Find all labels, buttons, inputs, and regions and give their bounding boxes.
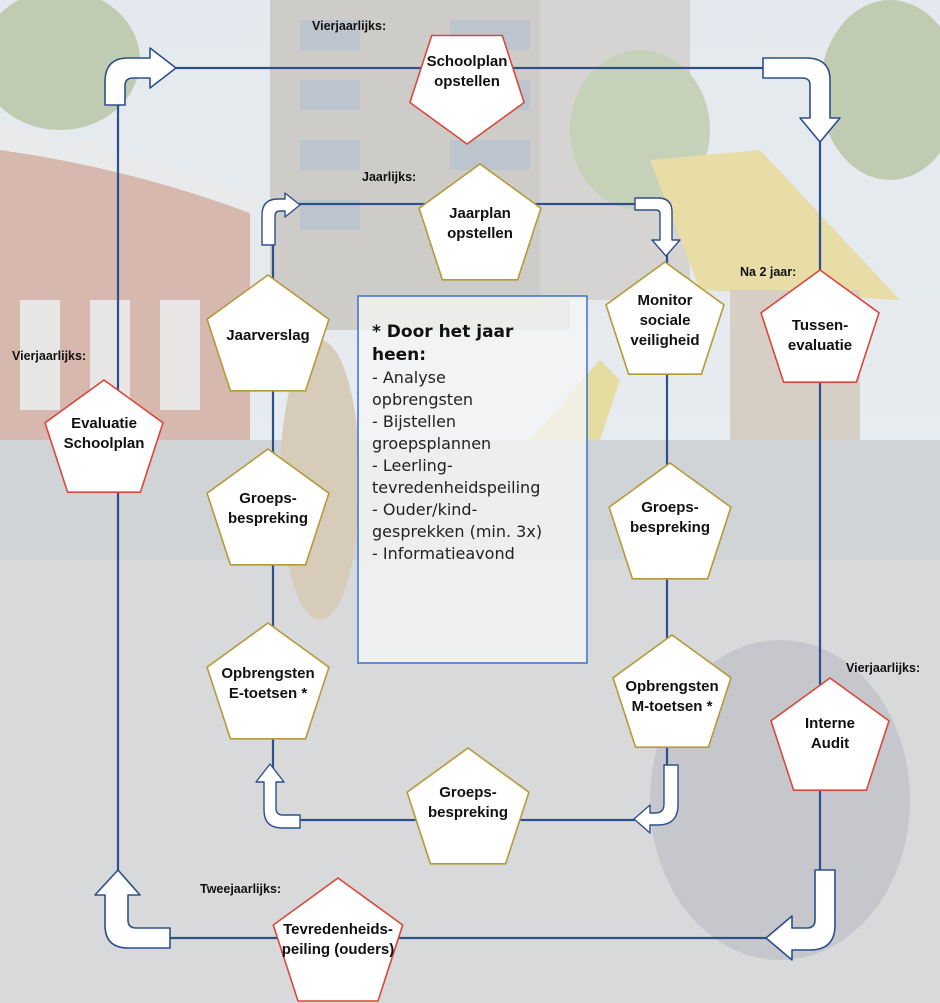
node-jaarplan-label: Jaarplan opstellen	[447, 205, 513, 242]
outer-arrows	[94, 47, 841, 961]
node-groeps-right: Groeps-bespreking	[608, 462, 732, 580]
node-jaarplan: Jaarplan opstellen	[418, 163, 542, 281]
node-monitor-label-line: Monitor	[638, 292, 693, 309]
node-groeps-right-label: Groeps-bespreking	[630, 499, 710, 536]
arrow-bottom-left-icon	[94, 869, 171, 949]
node-m-toetsen-label-line: M-toetsen *	[632, 698, 713, 715]
center-box-item: - Ouder/kind-	[372, 500, 477, 519]
node-schoolplan-shape	[408, 34, 526, 145]
cadence-jaarlijks: Jaarlijks:	[362, 170, 416, 184]
node-tussenevaluatie-label-line: Tussen-	[792, 317, 848, 334]
arrow-inner-top-left-icon	[261, 192, 301, 246]
node-groeps-right-label-line: Groeps-	[641, 499, 699, 516]
node-m-toetsen-label-line: Opbrengsten	[625, 678, 718, 695]
node-tussenevaluatie-shape	[760, 269, 880, 384]
center-box-text: * Door het jaar heen: - Analyse opbrengsten…	[372, 322, 542, 563]
node-monitor-shape	[605, 261, 725, 376]
node-tevredenheidspeiling-shape	[272, 877, 404, 1002]
node-jaarverslag-label-line: Jaarverslag	[226, 327, 309, 344]
node-groeps-left-shape	[206, 448, 330, 566]
arrow-inner-bottom-right-icon	[633, 764, 679, 834]
node-tevredenheidspeiling-label: Tevredenheids-peiling (ouders)	[282, 921, 395, 958]
node-monitor-label: Monitor sociale veiligheid	[630, 292, 699, 349]
node-jaarverslag: Jaarverslag	[206, 274, 330, 392]
center-box-item: groepsplannen	[372, 434, 491, 453]
node-schoolplan-label-line: opstellen	[434, 73, 500, 90]
node-groeps-bottom-label-line: Groeps-	[439, 784, 497, 801]
node-evaluatie-schoolplan-label-line: Schoolplan	[64, 435, 145, 452]
node-tussenevaluatie-label-line: evaluatie	[788, 337, 852, 354]
center-box-title: heen:	[372, 345, 426, 365]
node-groeps-right-shape	[608, 462, 732, 580]
cadence-tevredenheid: Tweejaarlijks:	[200, 882, 281, 896]
center-box-item: - Informatieavond	[372, 544, 515, 563]
node-jaarverslag-label: Jaarverslag	[226, 327, 309, 344]
node-groeps-bottom: Groeps-bespreking	[406, 747, 530, 865]
cadence-evaluatie: Vierjaarlijks:	[12, 349, 86, 363]
node-groeps-left-label-line: Groeps-	[239, 490, 297, 507]
center-box-title: * Door het jaar	[372, 322, 514, 342]
cadence-tussenevaluatie: Na 2 jaar:	[740, 265, 796, 279]
node-e-toetsen-shape	[206, 622, 330, 740]
node-schoolplan: Schoolplan opstellen	[408, 34, 526, 145]
arrow-top-right-icon	[762, 57, 841, 143]
arrow-inner-top-right-icon	[634, 197, 681, 257]
node-groeps-bottom-shape	[406, 747, 530, 865]
node-tevredenheidspeiling-label-line: Tevredenheids-	[283, 921, 393, 938]
node-monitor-label-line: sociale	[640, 312, 691, 329]
center-info-box: * Door het jaar heen: - Analyse opbrengsten…	[357, 295, 588, 664]
node-groeps-right-label-line: bespreking	[630, 519, 710, 536]
arrow-bottom-right-icon	[765, 869, 836, 961]
cadence-audit: Vierjaarlijks:	[846, 661, 920, 675]
node-interne-audit-label-line: Audit	[811, 735, 849, 752]
pentagon-nodes: Schoolplan opstellenTussen-evaluatieInter…	[44, 34, 890, 1002]
node-evaluatie-schoolplan-shape	[44, 379, 164, 494]
node-interne-audit-label-line: Interne	[805, 715, 855, 732]
node-groeps-left-label-line: bespreking	[228, 510, 308, 527]
node-jaarplan-label-line: Jaarplan	[449, 205, 511, 222]
node-tussenevaluatie: Tussen-evaluatie	[760, 269, 880, 384]
node-schoolplan-label: Schoolplan opstellen	[427, 53, 508, 90]
arrow-inner-bottom-left-icon	[255, 763, 301, 829]
inner-arrows	[255, 192, 681, 834]
node-groeps-left: Groeps-bespreking	[206, 448, 330, 566]
node-monitor: Monitor sociale veiligheid	[605, 261, 725, 376]
node-monitor-label-line: veiligheid	[630, 332, 699, 349]
node-e-toetsen-label-line: Opbrengsten	[221, 665, 314, 682]
center-box-item: gesprekken (min. 3x)	[372, 522, 542, 541]
node-groeps-bottom-label-line: bespreking	[428, 804, 508, 821]
node-groeps-bottom-label: Groeps-bespreking	[428, 784, 508, 821]
node-tevredenheidspeiling: Tevredenheids-peiling (ouders)	[272, 877, 404, 1002]
center-box-item: opbrengsten	[372, 390, 473, 409]
node-interne-audit-shape	[770, 677, 890, 792]
node-m-toetsen-shape	[612, 634, 732, 749]
node-e-toetsen-label-line: E-toetsen *	[229, 685, 308, 702]
node-groeps-left-label: Groeps-bespreking	[228, 490, 308, 527]
center-box-item: - Analyse	[372, 368, 446, 387]
node-evaluatie-schoolplan-label-line: Evaluatie	[71, 415, 137, 432]
node-jaarverslag-shape	[206, 274, 330, 392]
node-jaarplan-shape	[418, 163, 542, 281]
cadence-schoolplan: Vierjaarlijks:	[312, 19, 386, 33]
center-box-item: tevredenheidspeiling	[372, 478, 540, 497]
cadence-labels: Vierjaarlijks: Jaarlijks: Na 2 jaar: Vie…	[12, 19, 920, 896]
node-tussenevaluatie-label: Tussen-evaluatie	[788, 317, 852, 354]
node-schoolplan-label-line: Schoolplan	[427, 53, 508, 70]
node-tevredenheidspeiling-label-line: peiling (ouders)	[282, 941, 395, 958]
arrow-top-left-icon	[104, 47, 177, 106]
center-box-item: - Leerling-	[372, 456, 453, 475]
center-box-item: - Bijstellen	[372, 412, 456, 431]
node-jaarplan-label-line: opstellen	[447, 225, 513, 242]
